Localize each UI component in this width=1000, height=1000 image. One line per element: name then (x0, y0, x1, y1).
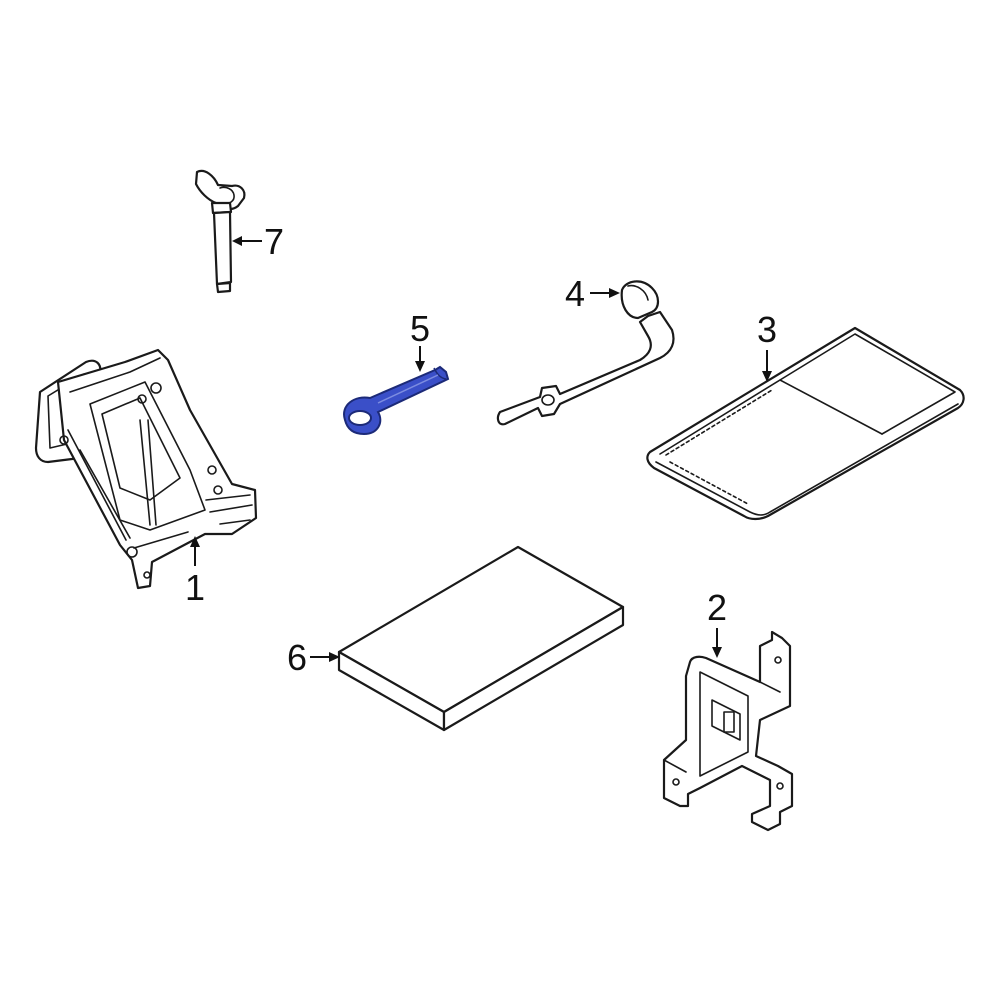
part-7-wing-bolt[interactable] (194, 169, 246, 294)
callout-4: 4 (565, 273, 585, 314)
callout-7: 7 (264, 221, 284, 262)
part-2-bracket[interactable] (662, 630, 794, 832)
callout-3: 3 (757, 309, 777, 350)
callout-2: 2 (707, 587, 727, 628)
part-1-jack[interactable] (34, 348, 258, 590)
leader-lines (190, 236, 772, 662)
callout-6: 6 (287, 637, 307, 678)
part-4-lug-wrench[interactable] (496, 280, 675, 426)
callout-5: 5 (410, 308, 430, 349)
callout-1: 1 (185, 567, 205, 608)
part-6-foam-block[interactable] (337, 545, 625, 732)
part-5-eye-bolt[interactable] (343, 365, 450, 436)
part-3-tool-bag[interactable] (646, 326, 965, 521)
